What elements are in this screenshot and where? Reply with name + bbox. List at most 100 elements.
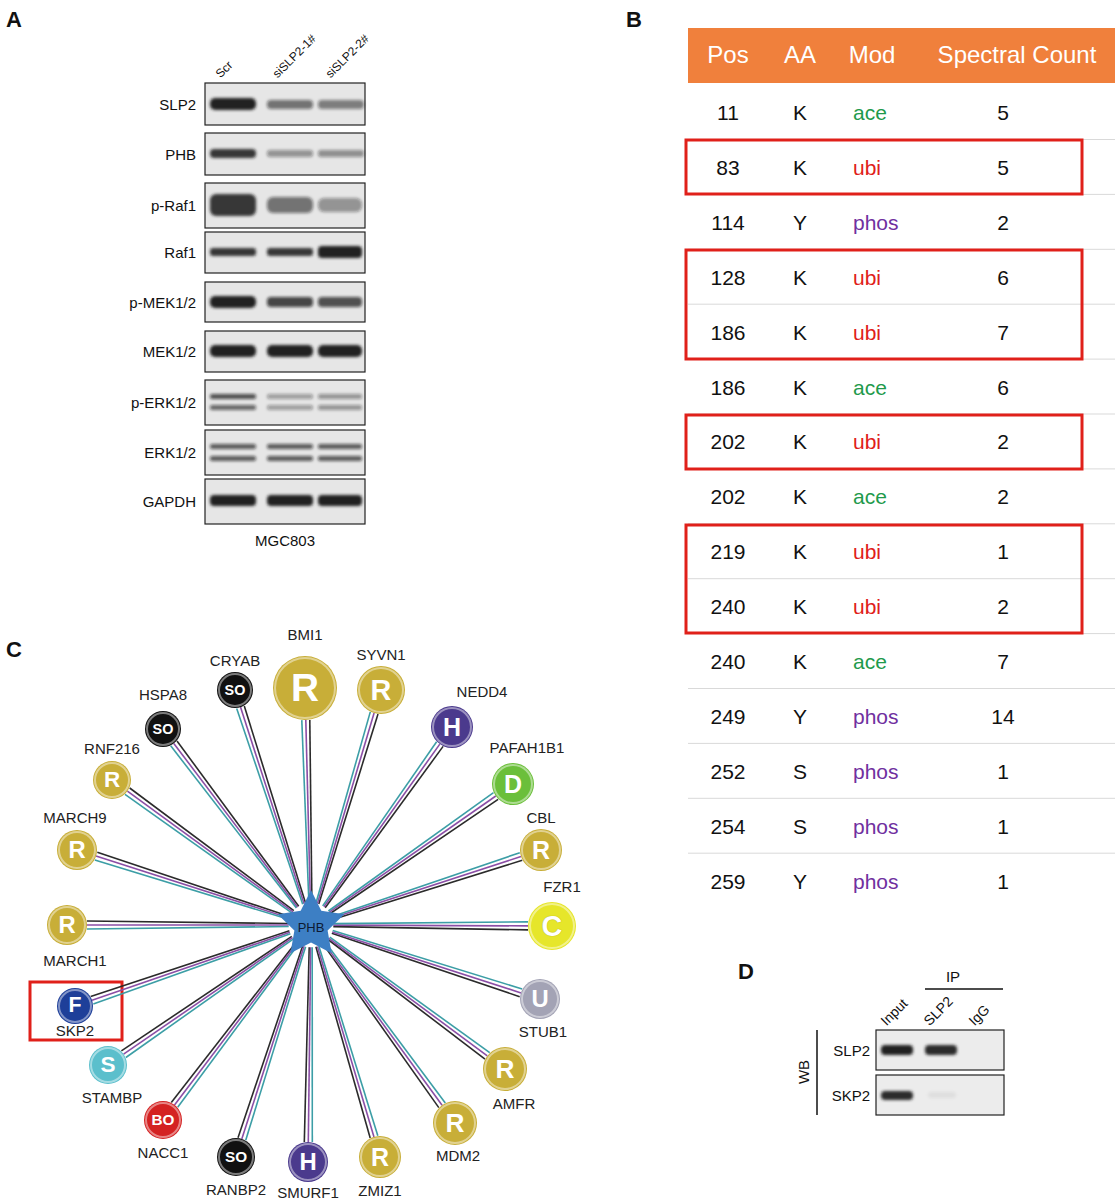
protein-name: MARCH9 — [43, 810, 106, 825]
table-cell: K — [793, 431, 807, 452]
interaction-connector — [328, 793, 498, 914]
coip-bands — [881, 1045, 957, 1100]
blot-bands-part — [210, 405, 256, 410]
interaction-strand — [92, 932, 290, 1000]
table-cell: 259 — [710, 870, 745, 891]
table-cell: ubi — [853, 266, 881, 287]
table-cell: phos — [853, 760, 899, 781]
table-cell: phos — [853, 705, 899, 726]
table-cell: phos — [853, 815, 899, 836]
interactor-circle: RSYVN1 — [358, 667, 404, 713]
table-cell: 2 — [997, 486, 1009, 507]
interactor-circle: FSKP2 — [58, 989, 92, 1023]
interactor-circle: RZMIZ1 — [360, 1137, 400, 1177]
blot-frames — [205, 83, 365, 524]
interaction-strand — [127, 791, 293, 912]
interaction-strand — [87, 927, 289, 930]
protein-name: STAMBP — [82, 1090, 143, 1105]
blot-frames-part — [205, 133, 365, 175]
interactor-circle: RMDM2 — [434, 1102, 476, 1144]
table-cell: K — [793, 596, 807, 617]
interaction-strand — [87, 921, 289, 924]
table-cell: Y — [793, 870, 807, 891]
blot-frames-part — [205, 282, 365, 322]
table-cell: K — [793, 156, 807, 177]
blot-bands-part — [210, 296, 256, 308]
class-letter: R — [68, 838, 85, 862]
blot-bands-part — [318, 100, 364, 109]
protein-name: NACC1 — [138, 1145, 189, 1160]
star-polygon — [278, 890, 345, 953]
interaction-strand — [330, 937, 490, 1053]
interaction-strand — [95, 860, 289, 920]
table-header-band — [688, 28, 1115, 83]
protein-name: CBL — [526, 810, 555, 825]
interaction-strand — [87, 924, 289, 926]
interaction-strand — [126, 939, 294, 1058]
highlight-boxes-part — [686, 415, 1082, 469]
table-header: AA — [784, 43, 816, 67]
blot-row-label: SKP2 — [832, 1088, 870, 1103]
table-cell: ubi — [853, 156, 881, 177]
interaction-strand — [93, 934, 290, 1004]
table-cell: 186 — [710, 376, 745, 397]
table-cell: phos — [853, 870, 899, 891]
lane-label: siSLP2-2# — [324, 32, 372, 80]
lane-label: siSLP2-1# — [271, 32, 319, 80]
table-cell: 83 — [716, 156, 739, 177]
table-cell: 2 — [997, 596, 1009, 617]
blot-frames-part — [205, 380, 365, 425]
table-cell: 7 — [997, 651, 1009, 672]
interactor-circle: SOCRYAB — [218, 673, 252, 707]
hub-star: PHB — [275, 889, 347, 961]
table-cell: 2 — [997, 211, 1009, 232]
blot-frames-part — [205, 232, 365, 273]
coip-bands-part — [928, 1092, 956, 1098]
table-cell: 11 — [717, 102, 739, 123]
blot-bands-part — [210, 248, 256, 256]
interaction-strand — [332, 857, 521, 919]
coip-bands-part — [881, 1091, 913, 1100]
table-row-rules-part — [688, 743, 1115, 744]
protein-name: CRYAB — [210, 653, 260, 668]
highlight-boxes-part — [686, 140, 1082, 194]
class-letter: R — [371, 676, 392, 705]
interaction-strand — [333, 922, 528, 924]
table-cell: K — [793, 651, 807, 672]
table-cell: 2 — [997, 431, 1009, 452]
table-cell: ubi — [853, 541, 881, 562]
interaction-connector — [323, 742, 443, 908]
blot-frames-part — [205, 83, 365, 125]
protein-name: BMI1 — [287, 627, 322, 642]
interaction-connector — [328, 937, 490, 1059]
interaction-strand — [323, 742, 437, 906]
blot-frames-part — [205, 183, 365, 228]
blot-row-label: p-Raf1 — [151, 198, 196, 213]
interaction-strand — [319, 946, 378, 1136]
interactor-circle: RBMI1 — [274, 657, 336, 719]
interactor-circle: HSMURF1 — [289, 1143, 327, 1181]
blot-bands-part — [318, 246, 362, 258]
interaction-strand — [324, 943, 442, 1105]
class-letter: D — [504, 772, 522, 797]
interaction-connector — [333, 922, 528, 930]
class-letter: R — [291, 669, 319, 708]
protein-name: SKP2 — [56, 1023, 94, 1038]
protein-name: RNF216 — [84, 741, 140, 756]
cell-line-label: MGC803 — [255, 533, 315, 548]
blot-bands-part — [318, 456, 362, 461]
interaction-strand — [333, 924, 528, 926]
table-row-rules — [688, 140, 1115, 854]
ip-bracket — [925, 988, 1003, 990]
table-cell: 202 — [710, 431, 745, 452]
highlight-boxes — [30, 140, 1082, 1040]
blot-bands-part — [318, 405, 362, 410]
blot-bands-part — [210, 345, 256, 357]
table-cell: phos — [853, 211, 899, 232]
table-cell: K — [793, 321, 807, 342]
blot-bands-part — [267, 197, 313, 213]
interactor-circle: RCBL — [521, 830, 561, 870]
interaction-strand — [324, 744, 440, 907]
highlight-boxes-part — [686, 250, 1082, 359]
table-row-rules-part — [688, 853, 1115, 854]
